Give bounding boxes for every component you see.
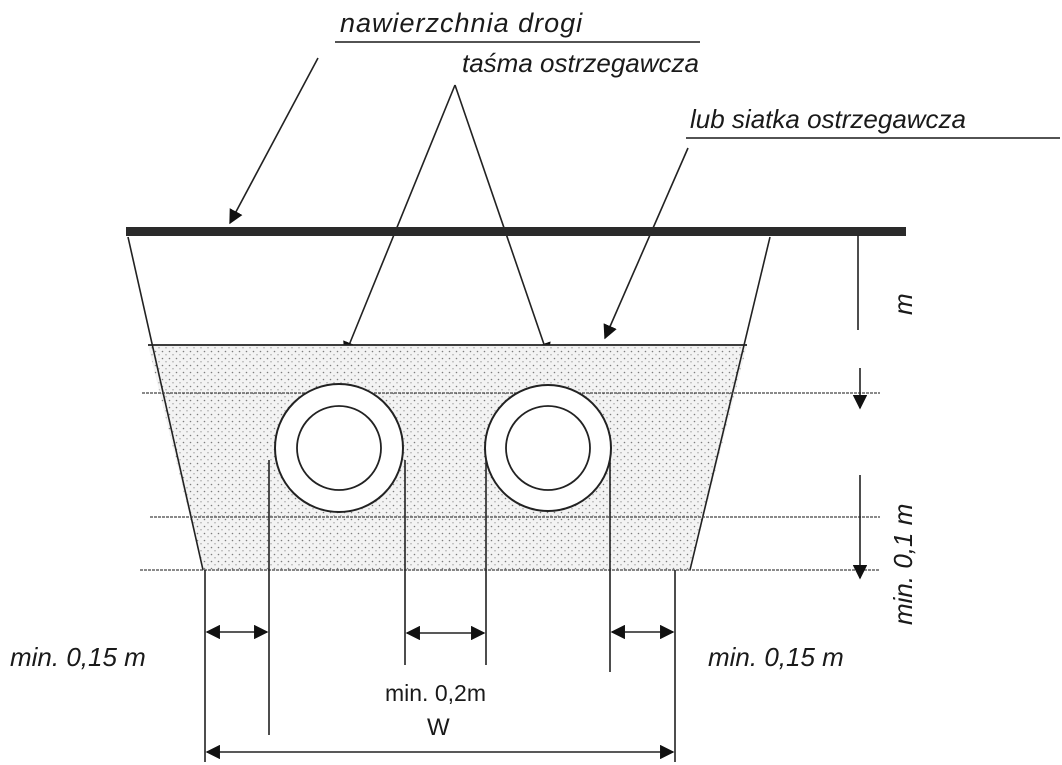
road-surface-label: nawierzchnia drogi xyxy=(340,8,583,38)
warning-tape-leader-right xyxy=(454,84,551,358)
depth-m-label: m xyxy=(888,293,918,315)
min-02-label: min. 0,2m xyxy=(385,680,486,706)
road-surface-leader xyxy=(229,57,319,225)
pipe-right xyxy=(484,384,612,512)
pipe-left xyxy=(274,383,404,513)
warning-tape-label: taśma ostrzegawcza xyxy=(462,48,699,78)
min-015-right-label: min. 0,15 m xyxy=(708,642,844,672)
trench-wall-right xyxy=(689,236,771,571)
road-surface xyxy=(126,227,906,236)
trench-sand-fill xyxy=(148,345,747,571)
min-015-left-label: min. 0,15 m xyxy=(10,642,146,672)
warning-tape-leader-left xyxy=(343,84,456,357)
width-w-label: W xyxy=(427,714,450,741)
min-01-label: min. 0,1 m xyxy=(888,504,918,625)
warning-net-leader xyxy=(603,147,689,340)
warning-net-label: lub siatka ostrzegawcza xyxy=(690,104,966,134)
trench-wall-left xyxy=(127,236,204,571)
